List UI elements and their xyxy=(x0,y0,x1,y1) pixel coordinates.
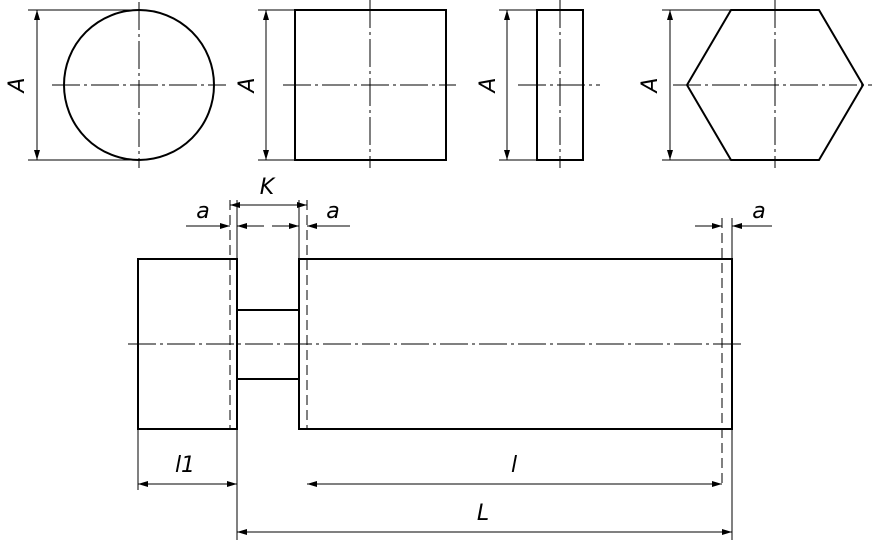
square-dimension-A-label: A xyxy=(235,77,260,94)
flat-section-view: A xyxy=(476,0,600,168)
square-section-view: A xyxy=(235,0,456,168)
round-dimension-A-label: A xyxy=(5,77,30,94)
dimension-a-left-label: a xyxy=(196,199,209,224)
round-section-view: A xyxy=(5,2,226,168)
hexagon-section-view: A xyxy=(638,0,872,168)
dimension-L-label: L xyxy=(477,501,489,526)
hexagon-dimension-A-label: A xyxy=(638,77,663,94)
flat-dimension-A-label: A xyxy=(476,77,501,94)
dimension-a-mid-label: a xyxy=(326,199,339,224)
dimension-K-label: K xyxy=(260,175,276,200)
dimension-a-right-label: a xyxy=(752,199,765,224)
dimension-l-label: l xyxy=(511,453,517,478)
dimension-l1-label: l1 xyxy=(175,453,195,478)
bar-side-view: K a a a l1 l L xyxy=(128,175,772,540)
